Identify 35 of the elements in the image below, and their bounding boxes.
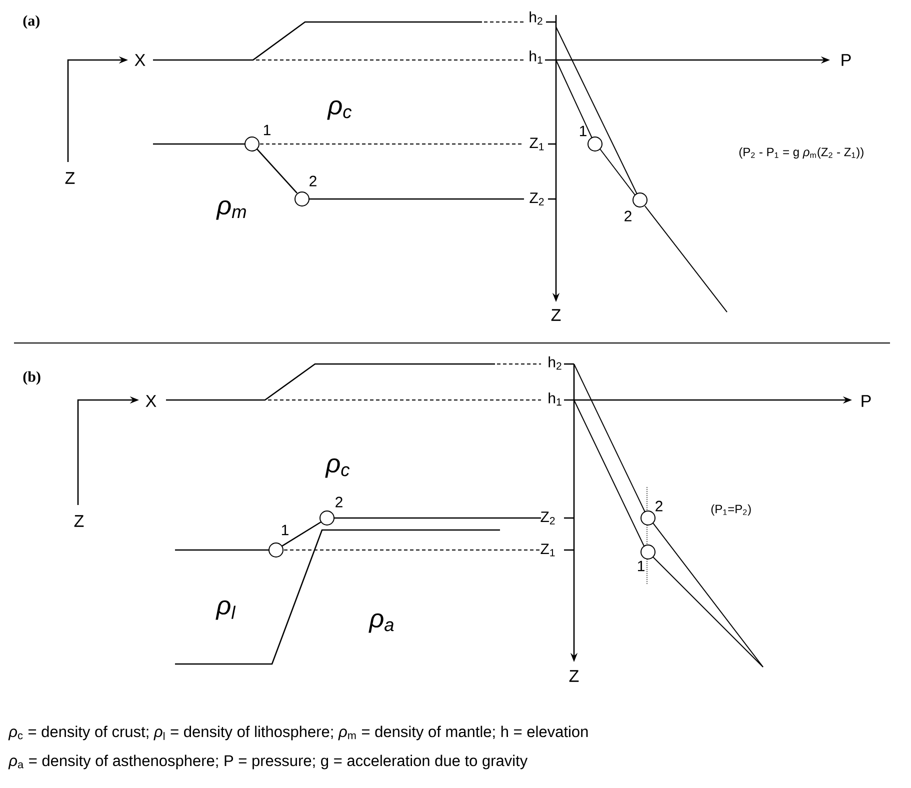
level-label: Z$_{1}$	[530, 138, 544, 150]
density-label: ρ$_{c}$	[327, 100, 352, 120]
axis-label: P	[842, 54, 851, 66]
panel-label: (b)	[23, 371, 40, 385]
density-label: ρ$_{c}$	[325, 458, 350, 478]
level-label: h$_{2}$	[548, 356, 562, 370]
level-label: Z$_{1}$	[540, 544, 555, 556]
density-label: ρ$_{l}$	[216, 600, 236, 620]
level-label: Z$_{2}$	[530, 192, 544, 206]
level-label: h$_{1}$	[548, 392, 562, 406]
point-number: 2	[336, 496, 342, 508]
axis-label: Z	[65, 172, 75, 184]
equation: (P$_{1}$=P$_{2}$)	[711, 504, 751, 516]
panel-label: (a)	[23, 15, 40, 29]
point-number: 2	[310, 176, 316, 186]
legend-text: ρ$_{c}$ = density of crust; ρ$_{l}$ = density of lithosphere; ρ$_{m}$ = density of mantle; h = elevation	[8, 726, 588, 740]
density-label: ρ$_{m}$	[216, 200, 246, 220]
axis-label: P	[862, 395, 871, 407]
point-number: 1	[638, 560, 644, 572]
level-label: h$_{2}$	[530, 11, 542, 25]
equation: (P$_{2}$ - P$_{1}$ = g ρ$_{m}$(Z$_{2}$ - Z$_{1}$))	[739, 147, 864, 159]
axis-label: Z	[569, 670, 579, 682]
legend-text: ρ$_{a}$ = density of asthenosphere; P = pressure; g = acceleration due to gravity	[8, 754, 528, 770]
axis-label: Z	[74, 515, 84, 527]
level-label: Z$_{2}$	[540, 512, 555, 524]
axis-label: Z	[551, 309, 561, 321]
axis-label: X	[146, 395, 156, 407]
point-number: 1	[580, 126, 586, 136]
point-number: 2	[624, 210, 632, 222]
level-label: h$_{1}$	[530, 50, 542, 64]
point-number: 1	[282, 524, 288, 536]
axis-label: X	[134, 54, 146, 66]
point-number: 2	[656, 500, 662, 512]
density-label: ρ$_{a}$	[368, 613, 394, 633]
point-number: 1	[264, 124, 270, 136]
